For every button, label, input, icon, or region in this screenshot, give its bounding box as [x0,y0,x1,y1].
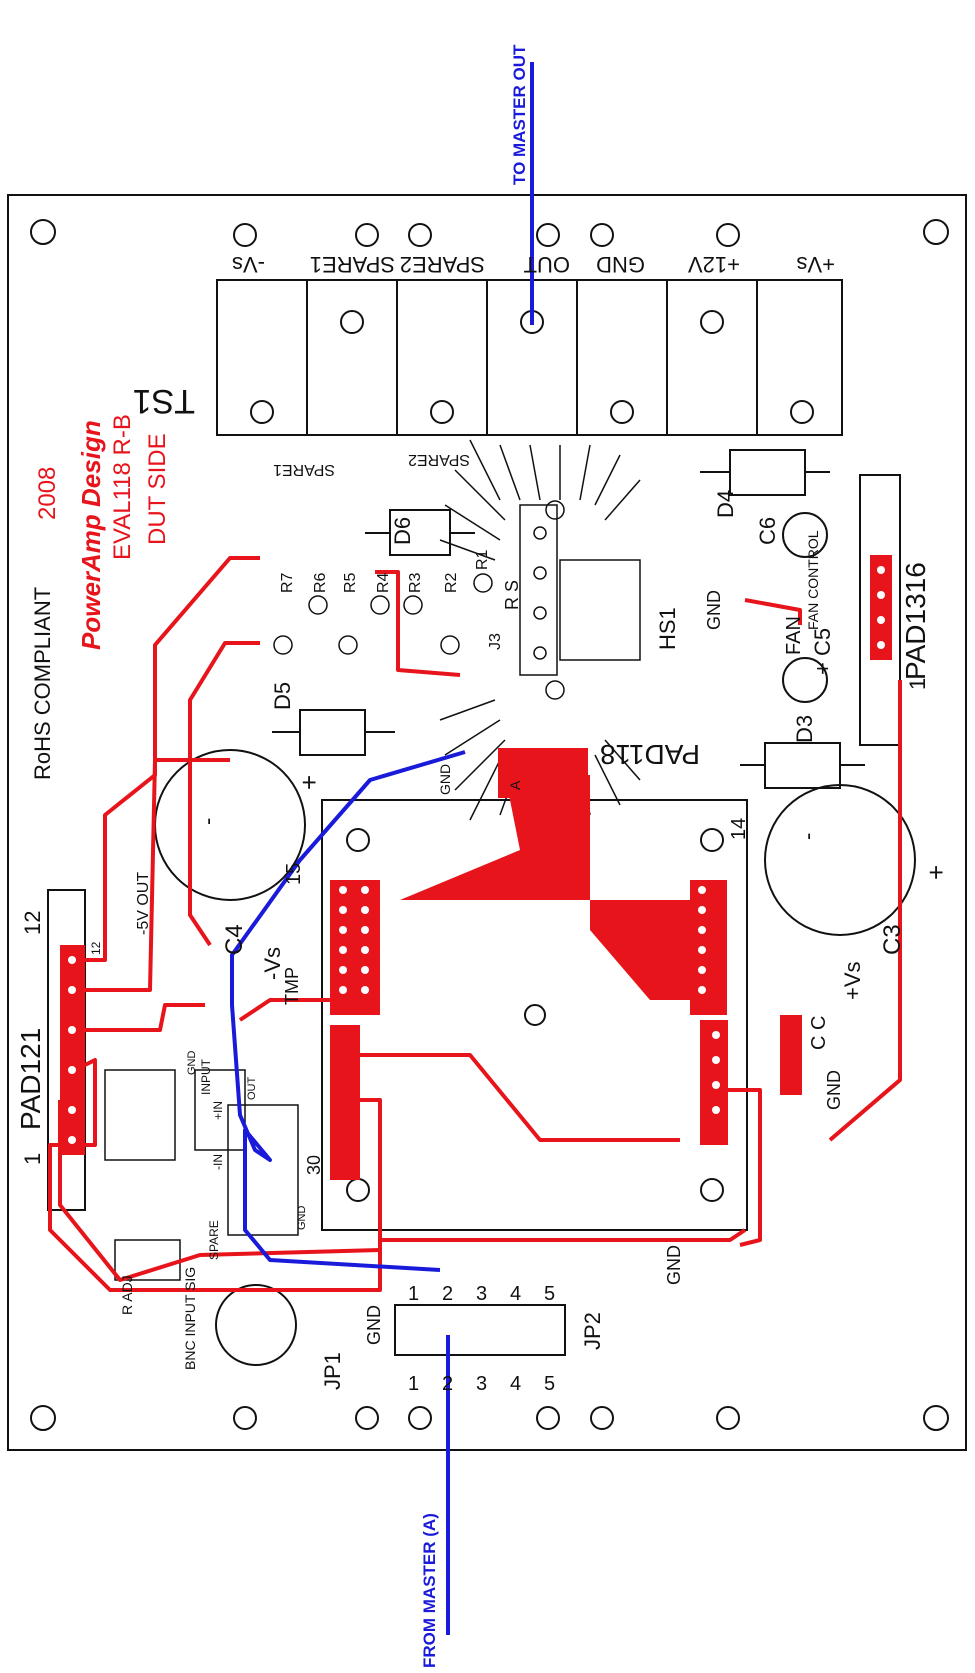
svg-text:4: 4 [510,1373,521,1395]
ts1-label: TS1 [133,382,195,420]
svg-text:3: 3 [476,1283,487,1305]
svg-text:R2: R2 [443,572,460,593]
pad1316-connector [859,474,901,746]
svg-text:-IN: -IN [211,1154,225,1170]
svg-text:R6: R6 [312,572,329,593]
svg-text:INPUT: INPUT [199,1058,213,1095]
pads [68,566,885,1144]
svg-text:EVAL118 R-B: EVAL118 R-B [109,414,136,560]
blue-wires [230,62,534,1635]
svg-text:FAN CONTROL: FAN CONTROL [805,530,821,630]
svg-text:C3: C3 [879,924,906,955]
svg-text:C6: C6 [755,517,780,545]
diodes [272,449,865,789]
svg-text:GND: GND [824,1070,844,1110]
red-traces [48,555,902,1292]
svg-text:GND: GND [437,764,453,795]
svg-text:BNC INPUT SIG: BNC INPUT SIG [182,1267,198,1370]
svg-text:-: - [195,818,220,825]
resistors [273,573,493,655]
svg-text:JP2: JP2 [580,1312,605,1350]
svg-text:GND: GND [664,1245,684,1285]
svg-text:5: 5 [544,1283,555,1305]
svg-text:OUT: OUT [524,252,570,277]
svg-text:C4: C4 [221,924,248,955]
svg-text:4: 4 [510,1283,521,1305]
svg-text:GND: GND [364,1305,384,1345]
svg-text:D3: D3 [792,715,817,743]
svg-text:R7: R7 [279,572,296,593]
svg-text:SPARE: SPARE [207,1220,221,1260]
svg-text:R5: R5 [342,572,359,593]
svg-text:+IN: +IN [211,1101,225,1120]
svg-text:+Vs: +Vs [840,961,865,1000]
svg-text:5: 5 [544,1373,555,1395]
silkscreen-text: -Vs SPARE1 SPARE2 OUT GND +12V +Vs TS1 S… [15,252,951,1395]
terminal-block-ts1 [216,279,843,436]
svg-text:15: 15 [283,863,305,885]
svg-text:GND: GND [296,1206,308,1231]
svg-text:+12V: +12V [688,252,740,277]
svg-text:TMP: TMP [282,967,302,1005]
svg-text:1: 1 [408,1283,419,1305]
to-master-out-label: TO MASTER OUT [510,44,529,185]
ts1-terminal-label: -Vs [232,252,265,277]
svg-text:SPARE2: SPARE2 [408,451,470,468]
svg-text:JP1: JP1 [320,1352,345,1390]
svg-text:D5: D5 [270,682,295,710]
board-outline [7,194,967,1451]
svg-text:R3: R3 [407,572,424,593]
svg-text:GND: GND [704,590,724,630]
from-master-label: FROM MASTER (A) [420,1513,439,1668]
svg-text:-: - [795,833,820,840]
svg-text:-5V OUT: -5V OUT [135,872,152,935]
svg-text:1: 1 [905,678,930,690]
svg-text:PAD118: PAD118 [600,739,700,770]
svg-text:PAD121: PAD121 [15,1028,46,1130]
svg-text:D6: D6 [390,517,415,545]
svg-text:2008: 2008 [34,467,61,520]
svg-text:R S: R S [502,580,522,610]
company-logo: PowerAmp Design [76,420,106,650]
svg-text:R ADJ: R ADJ [119,1275,135,1315]
svg-text:2: 2 [442,1373,453,1395]
svg-text:30: 30 [304,1155,324,1175]
svg-text:FAN: FAN [783,616,805,655]
svg-text:GND: GND [596,252,645,277]
jp2-connector [394,1304,566,1356]
svg-text:GND: GND [186,1051,198,1076]
mounting-holes [30,219,949,1431]
svg-text:+: + [921,865,951,880]
svg-text:+: + [294,775,324,790]
svg-text:RoHS COMPLIANT: RoHS COMPLIANT [30,587,55,780]
svg-text:R4: R4 [375,572,392,593]
svg-text:HS1: HS1 [655,607,680,650]
svg-text:R1: R1 [474,549,491,570]
svg-text:J3: J3 [487,633,504,650]
svg-text:12: 12 [89,941,103,955]
svg-text:1: 1 [20,1153,45,1165]
svg-text:C C: C C [808,1016,830,1050]
svg-text:DUT SIDE: DUT SIDE [144,433,171,545]
svg-text:+ C5: + C5 [810,628,835,675]
svg-text:PAD1316: PAD1316 [900,562,931,680]
svg-text:+Vs: +Vs [796,252,835,277]
svg-text:SPARE2: SPARE2 [400,252,485,277]
svg-text:D4: D4 [713,490,738,518]
svg-text:SPARE1: SPARE1 [273,461,335,478]
svg-text:1: 1 [408,1373,419,1395]
svg-text:14: 14 [728,818,750,840]
svg-text:3: 3 [476,1373,487,1395]
svg-text:2: 2 [442,1283,453,1305]
svg-text:SPARE1: SPARE1 [310,252,395,277]
svg-text:12: 12 [20,911,45,935]
svg-text:OUT: OUT [246,1077,258,1101]
svg-text:A: A [507,780,523,790]
svg-text:-Vs: -Vs [260,947,285,980]
